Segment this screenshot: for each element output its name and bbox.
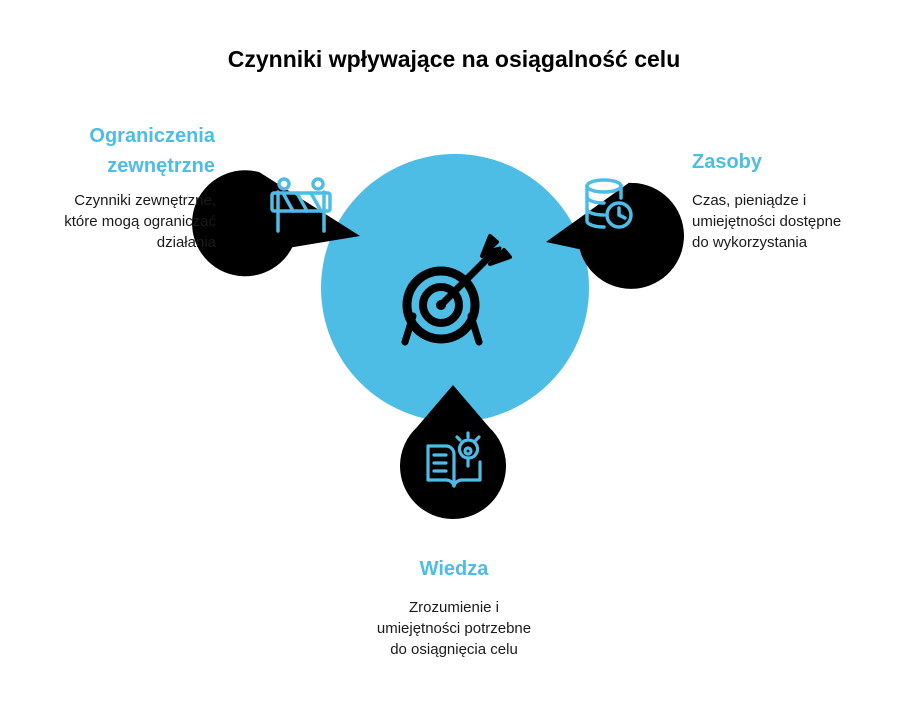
- node-right-heading: Zasoby: [692, 151, 763, 173]
- node-bottom-description: Zrozumienie i umiejętności potrzebne do …: [329, 597, 579, 660]
- node-left-desc-line-3: działania: [156, 234, 216, 251]
- book-lightbulb-icon: [426, 431, 482, 488]
- node-left-desc-line-2: które mogą ograniczać: [64, 213, 216, 230]
- node-left-heading: Ograniczenia zewnętrzne: [40, 121, 215, 181]
- node-bottom-desc-line-1: Zrozumienie i: [408, 599, 500, 616]
- page-title: Czynniki wpływające na osiągalność celu: [227, 46, 681, 72]
- node-right-shape: [546, 182, 684, 289]
- node-right-desc-line-1: Czas, pieniądze i: [692, 192, 807, 209]
- node-bottom-desc-line-3: do osiągnięcia celu: [390, 641, 518, 658]
- target-icon: [401, 234, 512, 346]
- node-bottom-desc-line-2: umiejętności potrzebne: [376, 620, 532, 637]
- barrier-icon: [270, 177, 332, 233]
- node-left-heading-line-2: zewnętrzne: [107, 155, 215, 177]
- node-left-description: Czynniki zewnętrzne, które mogą ogranicz…: [20, 190, 216, 253]
- node-left-heading-line-1: Ograniczenia: [89, 125, 215, 147]
- node-bottom-heading: Wiedza: [419, 558, 489, 580]
- node-left-shape: [192, 170, 360, 277]
- node-left-desc-line-1: Czynniki zewnętrzne,: [74, 192, 216, 209]
- node-right-desc-line-3: do wykorzystania: [692, 234, 808, 251]
- node-right-description: Czas, pieniądze i umiejętności dostępne …: [692, 190, 892, 253]
- node-right-desc-line-2: umiejętności dostępne: [692, 213, 842, 230]
- database-clock-icon: [585, 178, 633, 229]
